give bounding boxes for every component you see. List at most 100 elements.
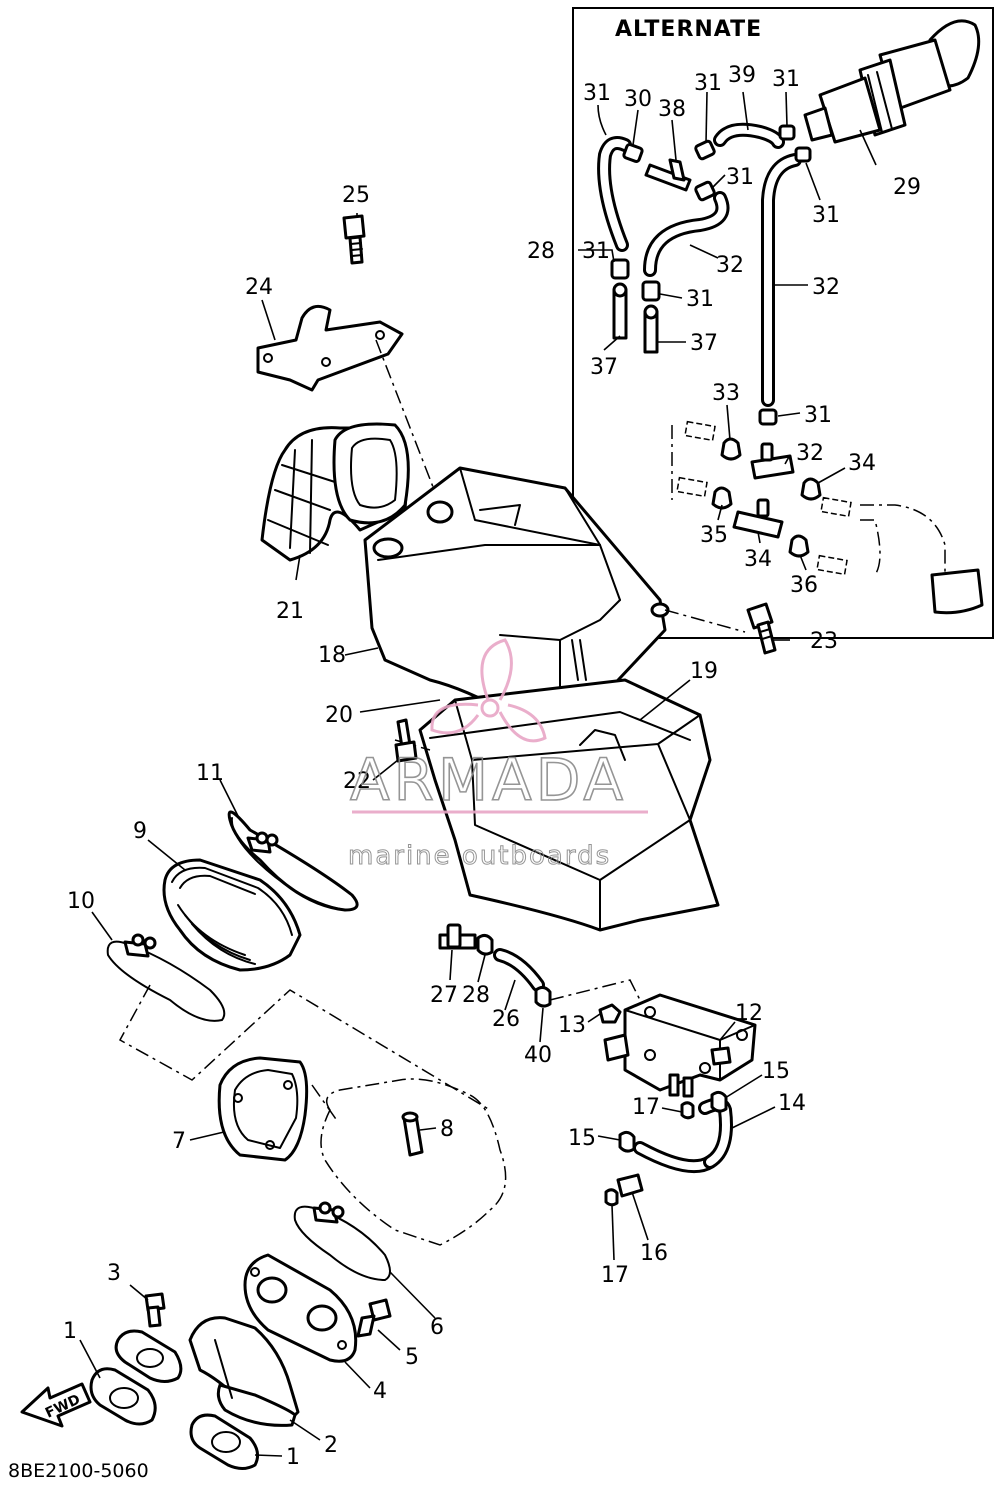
part-9-rubber-joint[interactable]	[162, 858, 302, 972]
part-11-hose-clamp[interactable]	[227, 810, 359, 912]
part-24-intake-duct[interactable]	[260, 422, 410, 562]
part-37-nozzles[interactable]	[612, 282, 659, 354]
label-26: 23	[810, 629, 838, 654]
label-2: 2	[324, 1433, 338, 1458]
watermark-tagline: marine outboards	[348, 841, 611, 871]
label-15-left: 15	[568, 1126, 596, 1151]
part-17-clips[interactable]	[604, 1101, 695, 1207]
bolt-26-guide-line	[664, 609, 746, 633]
label-31-h: 31	[804, 403, 832, 428]
label-1-lower: 1	[286, 1445, 300, 1470]
watermark-logo: ARMADA marine outboards	[348, 638, 648, 872]
label-28: 25	[342, 183, 370, 208]
part-1-gasket-upper-plate[interactable]	[114, 1329, 183, 1383]
alternate-title: ALTERNATE	[615, 17, 762, 42]
label-19: 27	[430, 983, 458, 1008]
callout-labels: 25 24 21 18 20 19 22 23 11 9 10 7 8 3 1 …	[8, 63, 921, 1482]
label-36-a: 35	[700, 523, 728, 548]
label-14: 14	[778, 1091, 806, 1116]
label-15-right: 15	[762, 1059, 790, 1084]
part-18-hose[interactable]	[493, 948, 545, 992]
part-1-gasket-upper[interactable]	[89, 1367, 157, 1426]
label-20: 28	[462, 983, 490, 1008]
diagram-code: 8BE2100-5060	[8, 1460, 149, 1482]
watermark-brand: ARMADA	[350, 746, 627, 814]
part-38-tee-joint[interactable]	[644, 158, 692, 192]
label-6: 6	[430, 1315, 444, 1340]
label-32-a: 31	[583, 81, 611, 106]
label-33: 32	[796, 441, 824, 466]
label-32-c: 32	[812, 275, 840, 300]
part-3-bolt[interactable]	[144, 1292, 166, 1328]
part-12-fuel-pump[interactable]	[603, 993, 757, 1098]
part-5-bolt[interactable]	[356, 1298, 392, 1338]
label-27: 24	[245, 275, 273, 300]
label-17-upper: 17	[632, 1095, 660, 1120]
part-33-tee[interactable]	[750, 442, 795, 480]
label-39: 39	[728, 63, 756, 88]
part-40-clip[interactable]	[534, 985, 552, 1008]
part-30-primer-pump[interactable]	[803, 19, 981, 144]
label-11: 11	[196, 761, 224, 786]
label-38: 38	[658, 97, 686, 122]
leader-lines	[79, 91, 877, 1457]
label-23: 20	[325, 703, 353, 728]
label-7: 7	[172, 1129, 186, 1154]
part-15-clips[interactable]	[618, 1090, 728, 1153]
part-36-clips[interactable]	[711, 486, 810, 558]
label-21: 18	[318, 643, 346, 668]
part-4-flange[interactable]	[243, 1253, 358, 1363]
alternate-panel: ALTERNATE	[572, 7, 994, 639]
part-8-pipe[interactable]	[401, 1111, 424, 1157]
label-22: 19	[690, 659, 718, 684]
label-24: 21	[276, 599, 304, 624]
label-25: 22	[343, 769, 371, 794]
label-8: 8	[440, 1117, 454, 1142]
label-3: 3	[107, 1261, 121, 1286]
fwd-arrow-icon: FWD	[20, 1382, 92, 1428]
label-30: 29	[893, 175, 921, 200]
alternate-hoses[interactable]	[597, 122, 802, 407]
part-13-nut[interactable]	[598, 1003, 622, 1024]
part-20-clip[interactable]	[476, 933, 494, 956]
part-28-bolt[interactable]	[342, 214, 366, 265]
label-29: 28	[527, 239, 555, 264]
part-1-gasket-lower[interactable]	[189, 1413, 260, 1470]
label-12: 12	[735, 1001, 763, 1026]
part-27-bracket[interactable]	[256, 304, 404, 392]
part-25-bolt[interactable]	[394, 718, 418, 763]
label-31-b: 31	[694, 71, 722, 96]
part-8-crankcase-outline	[311, 1078, 507, 1246]
part-10-hose-clamp[interactable]	[106, 933, 226, 1022]
part-35-tee[interactable]	[732, 498, 784, 539]
fuel-pump-guide-line	[549, 979, 641, 1001]
part-26-bolt[interactable]	[746, 602, 777, 655]
joint-guide-line	[118, 984, 491, 1111]
propeller-icon	[430, 638, 547, 743]
part-16-connector[interactable]	[616, 1173, 644, 1198]
label-37-a: 37	[590, 355, 618, 380]
label-34-b: 34	[848, 451, 876, 476]
bracket-guide-line	[375, 339, 441, 506]
label-31-a: 30	[624, 87, 652, 112]
label-1-upper: 1	[63, 1319, 77, 1344]
part-6-hose-clamp[interactable]	[293, 1201, 391, 1281]
label-16: 16	[640, 1241, 668, 1266]
label-35: 34	[744, 547, 772, 572]
label-13: 13	[558, 1013, 586, 1038]
label-31-d: 31	[726, 165, 754, 190]
part-34-clips[interactable]	[720, 437, 822, 501]
label-9: 9	[133, 819, 147, 844]
part-19-tee[interactable]	[438, 923, 477, 950]
part-7-reed-valve[interactable]	[217, 1056, 309, 1162]
part-31-fittings[interactable]	[610, 124, 812, 426]
label-31-f: 31	[582, 239, 610, 264]
part-2-intake-manifold[interactable]	[188, 1316, 300, 1427]
label-10: 10	[67, 889, 95, 914]
label-4: 4	[373, 1379, 387, 1404]
part-22-silencer-case[interactable]	[418, 678, 720, 932]
label-40: 40	[524, 1043, 552, 1068]
alternate-dashed-hoses	[671, 420, 984, 615]
